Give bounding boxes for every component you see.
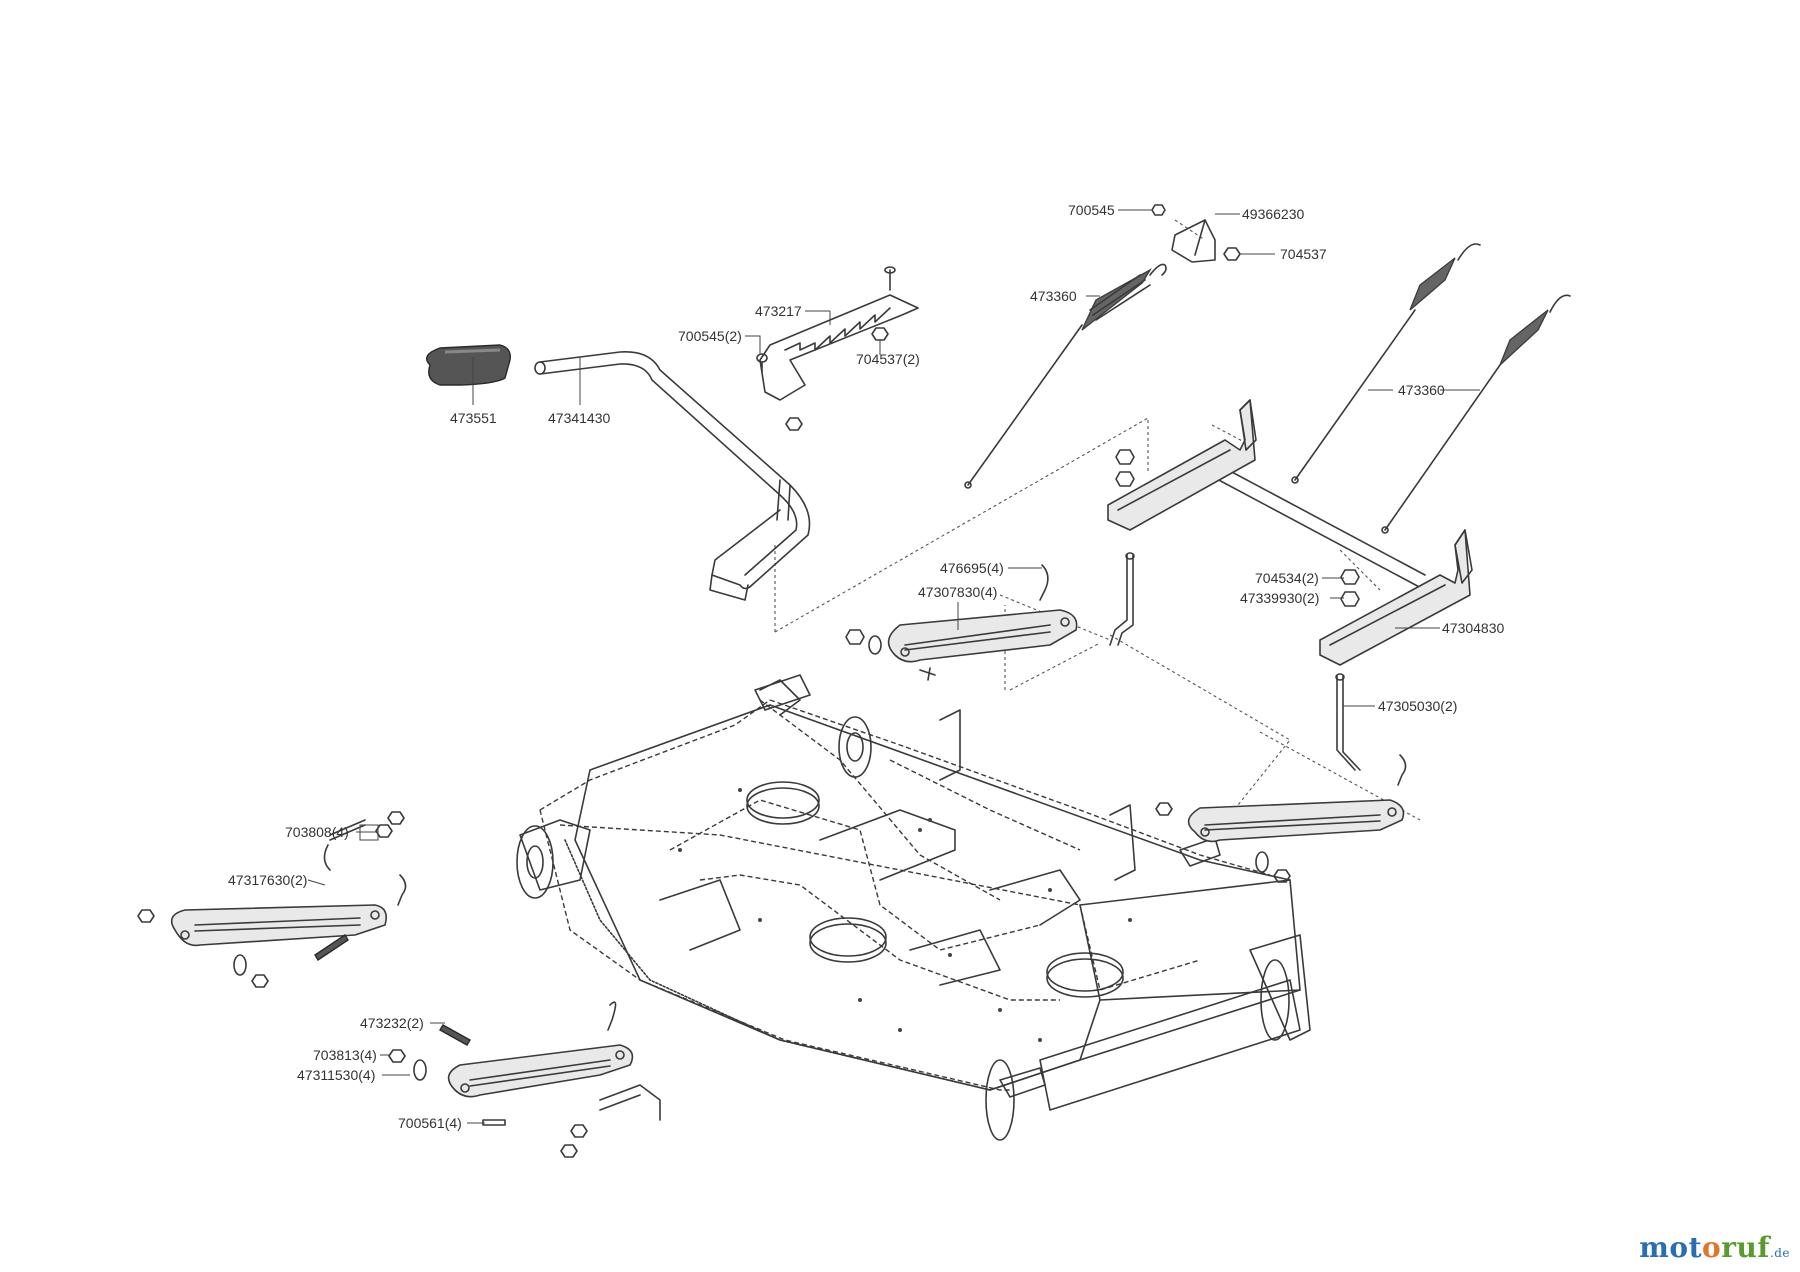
lift-arm-right xyxy=(1155,754,1407,883)
label-49366230: 49366230 xyxy=(1242,206,1305,222)
brand-logo: motoruf.de xyxy=(1639,1231,1790,1264)
lift-arm-lower xyxy=(388,1001,661,1158)
part-labels: 700545 49366230 704537 473360 473217 700… xyxy=(228,202,1505,1131)
label-700561-4: 700561(4) xyxy=(398,1115,462,1131)
label-47341430: 47341430 xyxy=(548,410,611,426)
label-47311530-4: 47311530(4) xyxy=(297,1067,375,1083)
label-473217: 473217 xyxy=(755,303,802,319)
lift-shaft-assembly xyxy=(1107,399,1473,771)
leader-lines xyxy=(307,209,1480,1124)
label-47307830-4: 47307830(4) xyxy=(918,584,997,600)
label-473360-right: 473360 xyxy=(1398,382,1445,398)
lift-arm-upper-left xyxy=(845,564,1078,681)
label-704537: 704537 xyxy=(1280,246,1327,262)
label-703813-4: 703813(4) xyxy=(313,1047,377,1063)
quadrant-plate xyxy=(756,266,919,431)
label-473551: 473551 xyxy=(450,410,497,426)
label-704534-2: 704534(2) xyxy=(1255,570,1319,586)
label-47339930-2: 47339930(2) xyxy=(1240,590,1319,606)
handle-grip xyxy=(426,344,511,386)
label-704537-2: 704537(2) xyxy=(856,351,920,367)
label-47304830: 47304830 xyxy=(1442,620,1505,636)
label-47317630-2: 47317630(2) xyxy=(228,872,307,888)
label-700545: 700545 xyxy=(1068,202,1115,218)
lift-arm-left xyxy=(137,811,407,988)
spring-right-2 xyxy=(1381,294,1571,534)
lift-handle xyxy=(534,351,811,601)
spring-right-1 xyxy=(1291,243,1481,484)
label-473232-2: 473232(2) xyxy=(360,1015,424,1031)
label-703808-4: 703808(4) xyxy=(285,824,349,840)
mower-deck xyxy=(516,674,1311,1141)
spring-left xyxy=(964,263,1167,489)
label-476695-4: 476695(4) xyxy=(940,560,1004,576)
label-700545-2: 700545(2) xyxy=(678,328,742,344)
label-47305030-2: 47305030(2) xyxy=(1378,698,1457,714)
label-473360-top: 473360 xyxy=(1030,288,1077,304)
